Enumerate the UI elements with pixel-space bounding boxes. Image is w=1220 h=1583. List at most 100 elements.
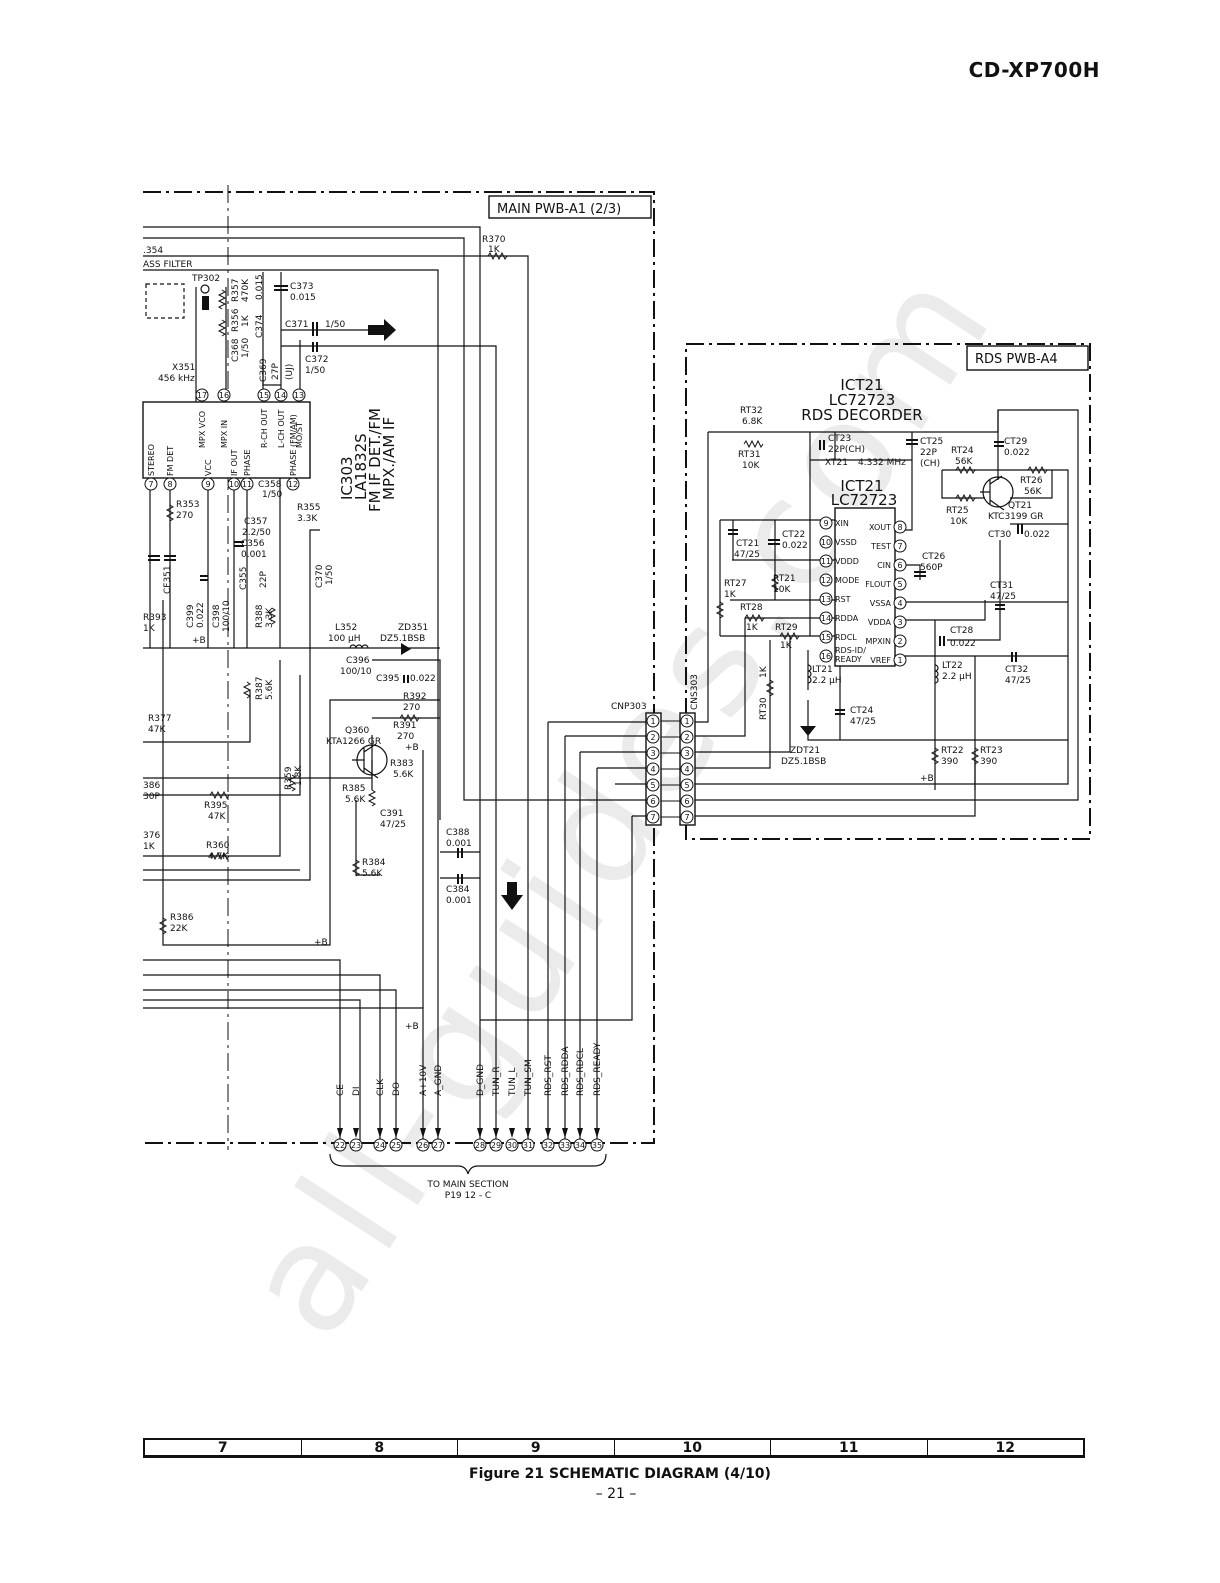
rt27-label: RT27 (724, 579, 747, 589)
ct26-label: CT26 (922, 552, 946, 562)
ict21-pin-1-num: 1 (897, 656, 902, 665)
ct31-label: CT31 (990, 581, 1013, 591)
signal-name-22: CE (336, 1084, 346, 1096)
ict21-pin-1 (893, 653, 907, 667)
signal-name-24: CLK (376, 1078, 386, 1096)
c358-label: C358 (258, 480, 282, 490)
ct28-value: 0.022 (950, 639, 976, 649)
x351-label: X351 (172, 363, 195, 373)
figure-caption: Figure 21 SCHEMATIC DIAGRAM (4/10) (469, 1466, 771, 1482)
c368-label: C368 (231, 338, 241, 362)
ic303-pin-12 (286, 477, 300, 491)
rt26-value: 56K (1024, 487, 1042, 497)
ic303-pin-9-num: 9 (205, 480, 210, 489)
zd351-value: DZ5.1BSB (380, 634, 425, 644)
ict21-pin-2-num: 2 (897, 637, 902, 646)
ict21-pin-name-16-b: READY (835, 655, 862, 664)
r386-value: 22K (170, 924, 188, 934)
ct21-label: CT21 (736, 539, 759, 549)
c357-value: 2.2/50 (242, 528, 271, 538)
ict21-ref: ICT21 (840, 477, 883, 495)
ic303-pin-name-7: STEREO (147, 444, 156, 476)
ict21-pin-name-2: MPXIN (865, 637, 891, 646)
signal-pin-27 (431, 1138, 445, 1152)
ic303-func2: MPX./AM IF (380, 417, 398, 500)
rt25-value: 10K (950, 517, 968, 527)
ict21-pin-12 (819, 573, 833, 587)
cnp303-pin-7-num: 7 (650, 813, 655, 822)
ct26-value: 560P (920, 563, 943, 573)
signal-pin-33-num: 33 (560, 1141, 570, 1150)
ict21-pin-name-6: CIN (877, 561, 891, 570)
cnp303-pin-5 (646, 778, 660, 792)
zd351-symbol (401, 643, 411, 655)
signal-arrow-29 (493, 1128, 499, 1138)
zd351-label: ZD351 (398, 623, 428, 633)
signal-pin-34-num: 34 (575, 1141, 585, 1150)
qt21-leads (980, 475, 1005, 511)
ct25-char: (CH) (920, 459, 940, 469)
c386-label: 386 (143, 781, 160, 791)
ct23-value: 22P(CH) (828, 445, 865, 455)
ct24-label: CT24 (850, 706, 874, 716)
signal-pin-34 (573, 1138, 587, 1152)
ict21-pin-11 (819, 554, 833, 568)
grid-cell-12: 12 (926, 1440, 1084, 1456)
signal-name-31: TUN_SM (524, 1059, 534, 1097)
cns303-pin-4 (680, 762, 694, 776)
signal-pin-23-num: 23 (351, 1141, 361, 1150)
signal-pin-31-num: 31 (523, 1141, 533, 1150)
tp302-body (202, 296, 209, 310)
grid-cell-8: 8 (300, 1440, 458, 1456)
l352-label: L352 (335, 623, 357, 633)
signal-pin-35 (590, 1138, 604, 1152)
ict21-pin-12-num: 12 (821, 576, 831, 585)
c386-value: 30P (143, 792, 160, 802)
c399-label: C399 (186, 604, 196, 628)
x351-value: 456 kHz (158, 374, 195, 384)
ict21-pin-name-9: XIN (835, 519, 849, 528)
cnp303-pin-1 (646, 714, 660, 728)
r377-label: R377 (148, 714, 171, 724)
r359-value: 1.8K (294, 765, 304, 786)
ict21-ref-top: ICT21 (840, 376, 883, 394)
c371-value: 1/50 (325, 320, 345, 330)
ic303-pin-name-8: FM DET (166, 446, 175, 476)
ict21-pin-15-num: 15 (821, 633, 831, 642)
qt21-value: KTC3199 GR (988, 512, 1043, 522)
ic303-pin-name-12: PHASE (FM/AM) (289, 414, 298, 476)
c396-value: 100/10 (340, 667, 372, 677)
cnp303-pin-2-num: 2 (650, 733, 655, 742)
ic303-pin-name-13: MO/ST (295, 422, 304, 448)
cns303-pin-1-num: 1 (684, 717, 689, 726)
main-wiring (143, 226, 653, 1143)
ct25-label: CT25 (920, 437, 943, 447)
signal-arrow-34 (577, 1128, 583, 1138)
r360-label: R360 (206, 841, 230, 851)
r383-label: R383 (390, 759, 413, 769)
rt31-label: RT31 (738, 450, 761, 460)
c398-value: 100/10 (222, 600, 232, 632)
ict21-pin-7-num: 7 (897, 542, 902, 551)
ict21-pin-name-7: TEST (870, 542, 891, 551)
c368-value: 1/50 (241, 338, 251, 358)
q360-label: Q360 (345, 726, 370, 736)
ct29-label: CT29 (1004, 437, 1028, 447)
grid-cell-10: 10 (613, 1440, 771, 1456)
c356-value: 0.001 (241, 550, 267, 560)
r387-value: 5.6K (265, 679, 275, 700)
r376-value: 1K (143, 842, 156, 852)
ic303-part: LA1832S (352, 433, 370, 500)
cns303-pin-2-num: 2 (684, 733, 689, 742)
ic303-pin-name-10: IF OUT (230, 449, 239, 476)
signal-name-26: A+10V (419, 1064, 429, 1096)
r356-label: R356 (231, 308, 241, 332)
grid-cell-7: 7 (217, 1440, 228, 1456)
grid-cell-11: 11 (770, 1440, 927, 1456)
signal-arrow-down (501, 882, 523, 910)
cns303-pin-7 (680, 810, 694, 824)
ic303-pin-name-16: MPX IN (220, 420, 229, 448)
ict21-pin-name-15: RDCL (835, 633, 857, 642)
c395-value: 0.022 (410, 674, 436, 684)
filter-label: ASS FILTER (143, 260, 193, 270)
